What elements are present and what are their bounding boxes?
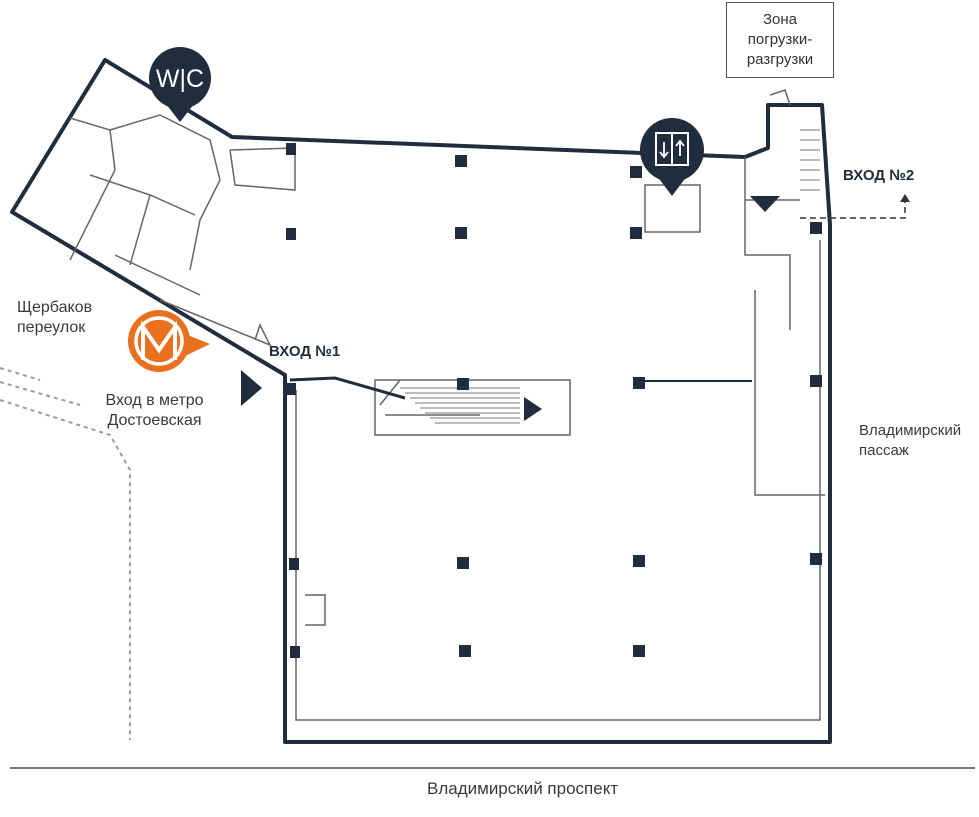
loading-zone-label: Зона погрузки- разгрузки — [726, 2, 834, 78]
column — [633, 555, 645, 567]
vladimir-prospect-label: Владимирский проспект — [427, 779, 619, 798]
column — [457, 557, 469, 569]
metro-label-line1: Вход в метро — [105, 392, 204, 409]
passage-line1: Владимирский — [859, 422, 962, 439]
column — [286, 143, 296, 155]
entrance-2-arrow-icon — [750, 196, 780, 212]
shcherbakov-line1: Щербаков — [17, 299, 93, 316]
shcherbakov-line2: переулок — [17, 319, 86, 336]
column — [286, 228, 296, 240]
loading-zone-line2: погрузки- — [747, 31, 813, 48]
metro-label-line2: Достоевская — [107, 412, 202, 429]
entrance-2-label: ВХОД №2 — [843, 167, 915, 184]
column — [455, 155, 467, 167]
loading-zone-line1: Зона — [762, 11, 798, 28]
column — [459, 645, 471, 657]
entrance-1-arrow-icon — [241, 370, 262, 406]
metro-icon — [128, 310, 210, 372]
shcherbakov-lane-label: Щербаков переулок — [17, 298, 92, 338]
passage-line2: пассаж — [859, 442, 909, 459]
column — [286, 383, 296, 395]
inner-walls — [69, 89, 825, 721]
wc-label: W|C — [156, 65, 204, 93]
column — [810, 553, 822, 565]
entrance-2-arrowhead — [900, 194, 910, 202]
column — [810, 375, 822, 387]
elevator-marker — [640, 118, 704, 196]
entrance-1-route — [289, 376, 406, 400]
wc-marker: W|C — [149, 47, 211, 122]
column — [810, 222, 822, 234]
stair-arrow-icon — [524, 397, 542, 421]
column — [289, 558, 299, 570]
entrance-2-route — [800, 200, 906, 219]
loading-zone-line3: разгрузки — [746, 51, 814, 68]
column — [630, 166, 642, 178]
column — [633, 377, 645, 389]
entrance-1-label: ВХОД №1 — [269, 343, 341, 360]
metro-entrance-label: Вход в метро Достоевская — [92, 391, 217, 431]
column — [630, 227, 642, 239]
column — [455, 227, 467, 239]
column — [633, 645, 645, 657]
column — [457, 378, 469, 390]
columns — [286, 143, 822, 658]
vladimir-passage-label: Владимирский пассаж — [859, 421, 961, 461]
street-hatch — [0, 367, 131, 740]
column — [290, 646, 300, 658]
